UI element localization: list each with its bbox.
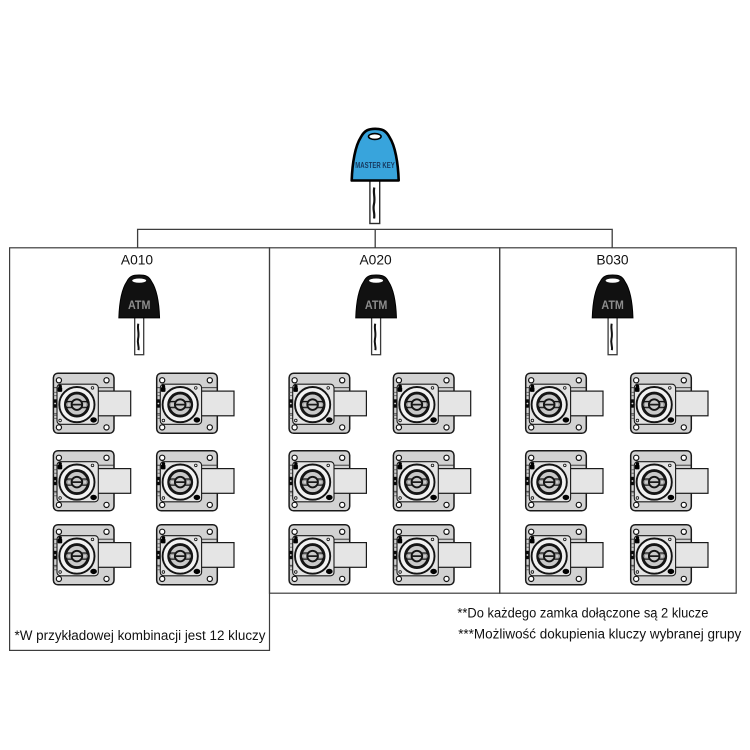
svg-text:***Możliwość dokupienia kluczy: ***Możliwość dokupienia kluczy wybranej … bbox=[458, 627, 741, 642]
svg-text:B030: B030 bbox=[596, 253, 629, 268]
svg-text:A020: A020 bbox=[359, 253, 392, 268]
svg-text:**Do każdego zamka dołączone s: **Do każdego zamka dołączone są 2 klucze bbox=[457, 605, 708, 620]
svg-text:A010: A010 bbox=[121, 253, 154, 268]
svg-text:MASTER KEY: MASTER KEY bbox=[355, 160, 395, 170]
svg-text:*W przykładowej kombinacji jes: *W przykładowej kombinacji jest 12 klucz… bbox=[15, 628, 266, 643]
